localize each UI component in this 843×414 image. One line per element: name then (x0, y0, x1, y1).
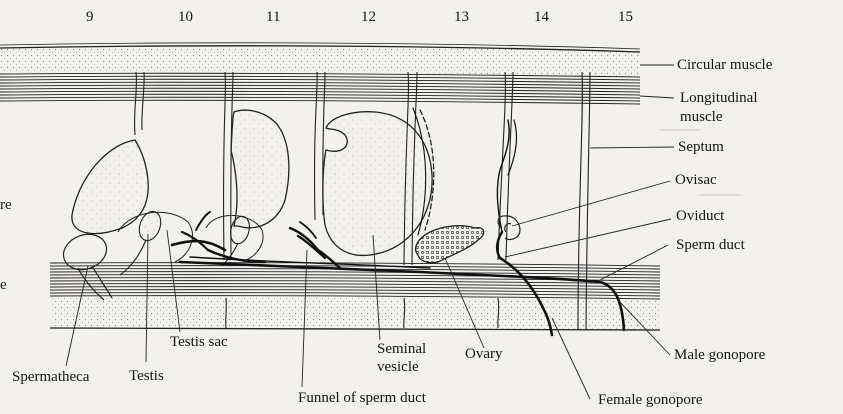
spermathecae (62, 233, 113, 301)
top-body-wall (0, 42, 641, 105)
label-septum: Septum (678, 139, 724, 155)
leader-lines (65, 64, 675, 400)
label-funnel-of-sperm-duct: Funnel of sperm duct (298, 390, 426, 406)
label-seminal-vesicle-2: vesicle (377, 359, 419, 375)
sperm-duct-funnels (170, 211, 342, 270)
segment-number-9: 9 (86, 9, 94, 25)
segment-number-14: 14 (534, 9, 549, 25)
testes (119, 210, 250, 276)
margin-fragment-re: re (0, 197, 12, 213)
label-female-gonopore: Female gonopore (598, 392, 703, 408)
margin-fragment-e: e (0, 277, 7, 293)
label-spermatheca: Spermatheca (12, 369, 90, 385)
segment-number-10: 10 (178, 9, 193, 25)
segment-number-13: 13 (454, 9, 469, 25)
label-ovary: Ovary (465, 346, 503, 362)
ovisac (497, 215, 521, 241)
label-male-gonopore: Male gonopore (674, 347, 766, 363)
label-ovisac: Ovisac (675, 172, 717, 188)
label-testis: Testis (129, 368, 164, 384)
segment-number-15: 15 (618, 9, 633, 25)
label-circular-muscle: Circular muscle (677, 57, 773, 73)
bottom-body-wall (49, 262, 661, 331)
septa (134, 71, 591, 331)
testis-sacs (117, 211, 264, 263)
label-longitudinal-muscle-2: muscle (680, 109, 723, 125)
segment-number-11: 11 (266, 9, 281, 25)
seminal-vesicles (71, 109, 433, 257)
label-seminal-vesicle-1: Seminal (377, 341, 427, 357)
oviduct (412, 107, 554, 337)
label-testis-sac: Testis sac (170, 334, 228, 350)
segment-number-12: 12 (361, 9, 376, 25)
ovary (415, 225, 485, 264)
label-sperm-duct: Sperm duct (676, 237, 745, 253)
margin-rules (660, 129, 740, 196)
label-longitudinal-muscle-1: Longitudinal (680, 90, 758, 106)
sperm-duct (178, 256, 626, 332)
label-oviduct: Oviduct (676, 208, 725, 224)
